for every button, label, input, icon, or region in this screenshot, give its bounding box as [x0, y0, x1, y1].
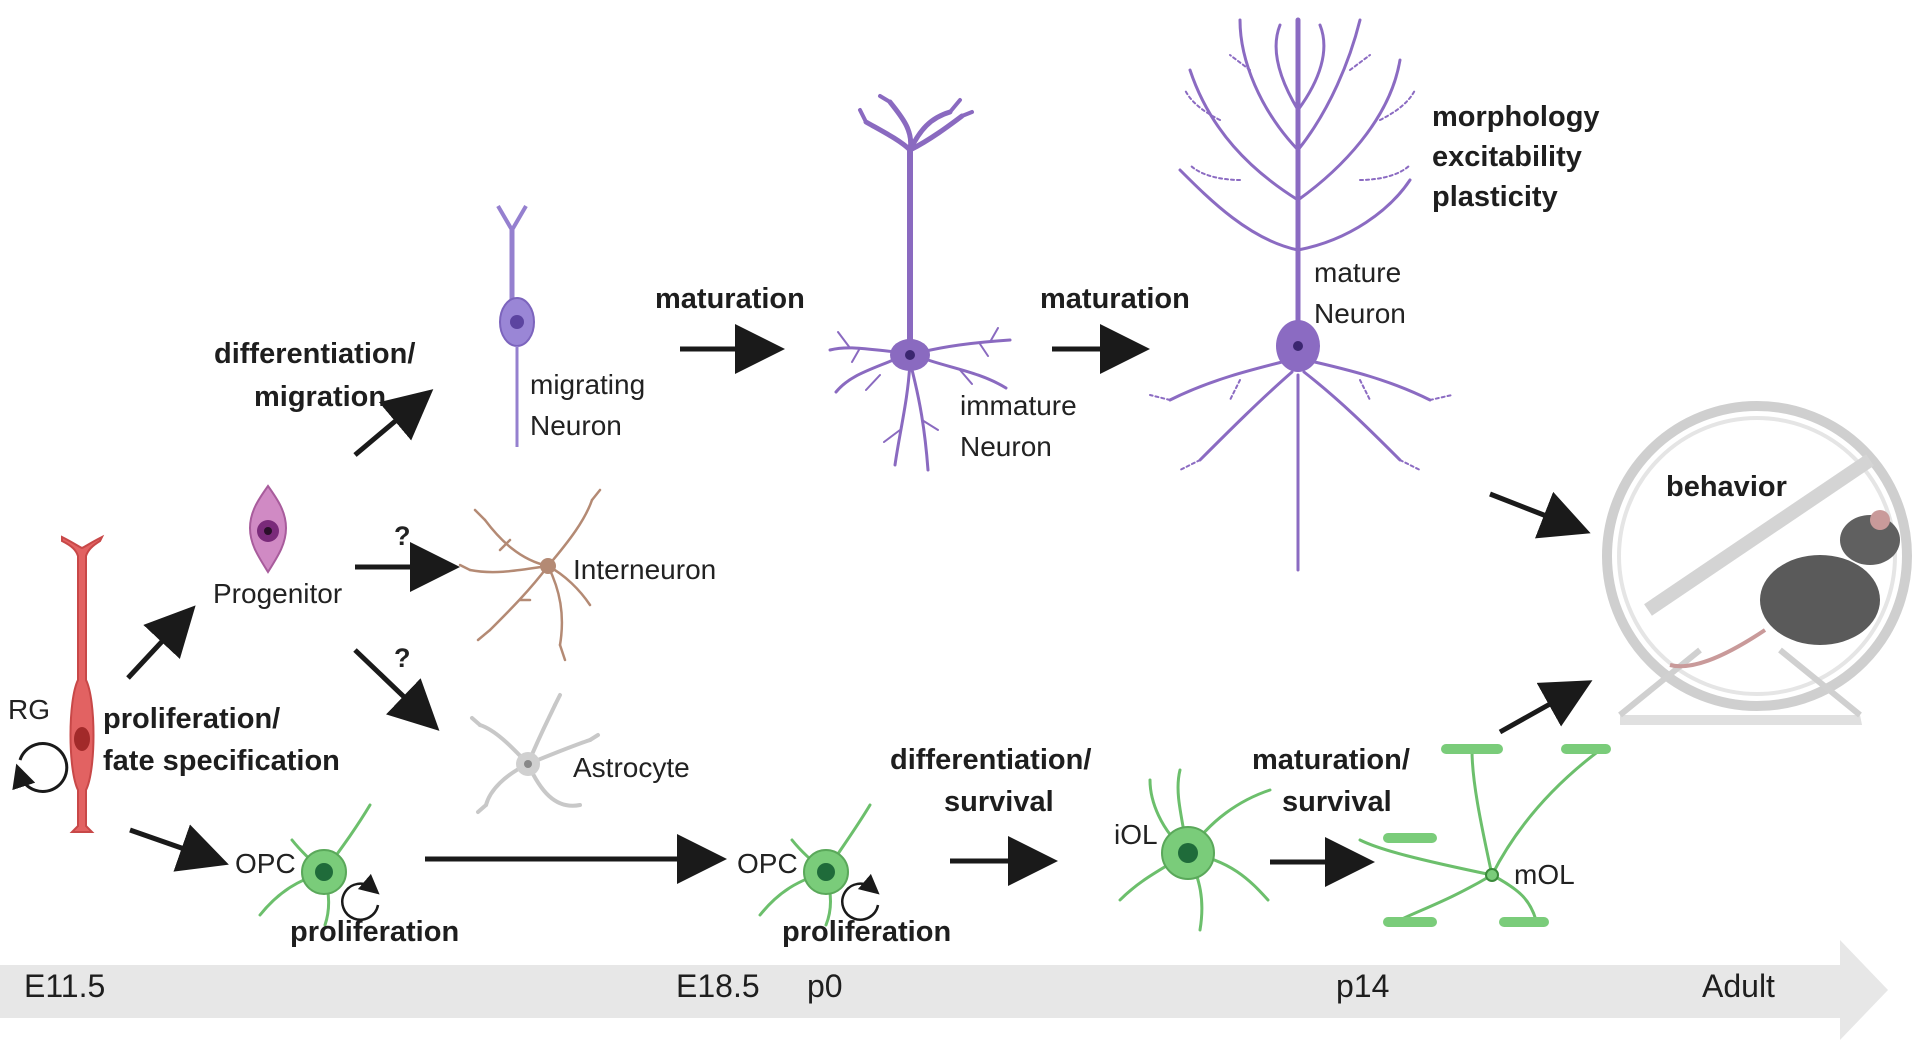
- migrating-neuron-label-1: migrating: [530, 369, 646, 400]
- timeline-p0: p0: [807, 968, 843, 1004]
- mature-neuron-label-1: mature: [1314, 257, 1402, 288]
- maturation-survival-label-1: maturation/: [1252, 744, 1410, 776]
- timeline-p14: p14: [1336, 968, 1390, 1004]
- behavior-label: behavior: [1666, 471, 1787, 503]
- migration-label: migration: [254, 381, 387, 413]
- interneuron-cell: [458, 488, 602, 662]
- morphology-label: morphology: [1432, 101, 1600, 133]
- iol-label: iOL: [1114, 819, 1158, 850]
- timeline-e18-5: E18.5: [676, 968, 760, 1004]
- interneuron-label: Interneuron: [573, 554, 717, 585]
- differentiation-label: differentiation/: [214, 338, 416, 370]
- differentiation-survival-label-2: survival: [944, 786, 1054, 818]
- flow-arrows: [126, 324, 1593, 887]
- proliferation-label-1: proliferation: [290, 916, 460, 948]
- maturation-label-1: maturation: [655, 283, 805, 315]
- immature-neuron-label-1: immature: [960, 390, 1077, 421]
- plasticity-label: plasticity: [1432, 181, 1558, 213]
- fate-specification-label: fate specification: [103, 745, 340, 777]
- migrating-neuron-label-2: Neuron: [530, 410, 622, 441]
- rg-self-renewal-icon: [12, 742, 69, 793]
- progenitor-cell: [248, 484, 288, 574]
- excitability-label: excitability: [1432, 141, 1582, 173]
- timeline-arrow: [0, 940, 1888, 1040]
- mature-neuron-label-2: Neuron: [1314, 298, 1406, 329]
- astrocyte-label: Astrocyte: [573, 752, 690, 783]
- differentiation-survival-label-1: differentiation/: [890, 744, 1092, 776]
- opc-cell-1: [258, 803, 380, 927]
- radial-glia-cell: [61, 534, 105, 833]
- timeline-adult: Adult: [1702, 968, 1775, 1004]
- question-mark-1: ?: [394, 521, 411, 551]
- opc-cell-2: [758, 803, 880, 927]
- proliferation-label: proliferation/: [103, 703, 281, 735]
- mouse-wheel-image: [1602, 401, 1912, 725]
- timeline-e11-5: E11.5: [24, 968, 106, 1004]
- astrocyte-cell: [470, 693, 600, 814]
- mature-neuron-cell: [1149, 17, 1453, 572]
- opc-label-2: OPC: [737, 848, 798, 879]
- maturation-label-2: maturation: [1040, 283, 1190, 315]
- iol-cell: [1118, 768, 1272, 932]
- mol-cell: [1358, 744, 1611, 927]
- proliferation-label-2: proliferation: [782, 916, 952, 948]
- question-mark-2: ?: [394, 643, 411, 673]
- mol-label: mOL: [1514, 859, 1575, 890]
- opc-label-1: OPC: [235, 848, 296, 879]
- immature-neuron-label-2: Neuron: [960, 431, 1052, 462]
- rg-label: RG: [8, 694, 50, 725]
- progenitor-label: Progenitor: [213, 578, 343, 609]
- migrating-neuron-cell: [496, 204, 535, 447]
- immature-neuron-cell: [828, 94, 1012, 472]
- maturation-survival-label-2: survival: [1282, 786, 1392, 818]
